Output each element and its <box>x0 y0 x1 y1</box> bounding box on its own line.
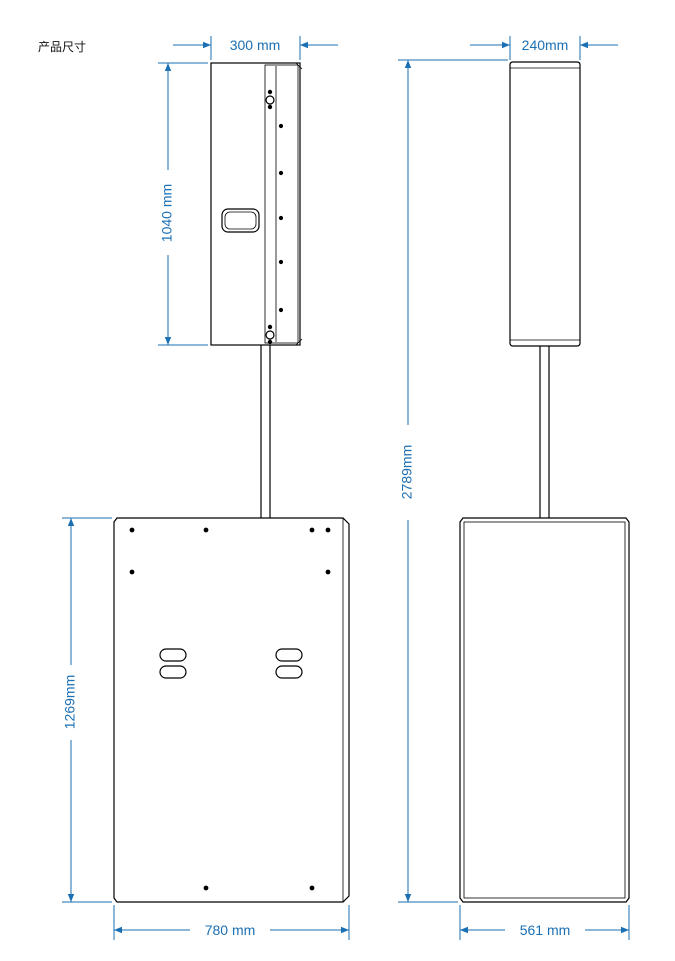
pole-front <box>260 345 271 518</box>
page-title: 产品尺寸 <box>38 40 87 54</box>
dim-sub-width-label: 780 mm <box>205 922 256 938</box>
sub-handle-right-icon <box>275 648 303 679</box>
top-speaker-front <box>210 62 303 346</box>
dim-top-height-label: 1040 mm <box>159 184 175 242</box>
sub-handle-left-icon <box>159 648 187 679</box>
side-view <box>459 61 630 903</box>
subwoofer-side <box>459 517 630 903</box>
dim-sub-height-label: 1269mm <box>62 675 78 729</box>
subwoofer-front <box>113 517 350 903</box>
dim-total-height-label: 2789mm <box>399 445 415 499</box>
handle-icon <box>221 208 260 233</box>
front-view <box>113 62 350 903</box>
top-speaker-side <box>509 61 581 347</box>
dimension-lines <box>62 36 630 940</box>
dim-sub-depth-label: 561 mm <box>520 922 571 938</box>
dim-top-depth-label: 240mm <box>522 37 569 53</box>
dim-top-width-label: 300 mm <box>230 37 281 53</box>
pole-side <box>539 346 550 518</box>
